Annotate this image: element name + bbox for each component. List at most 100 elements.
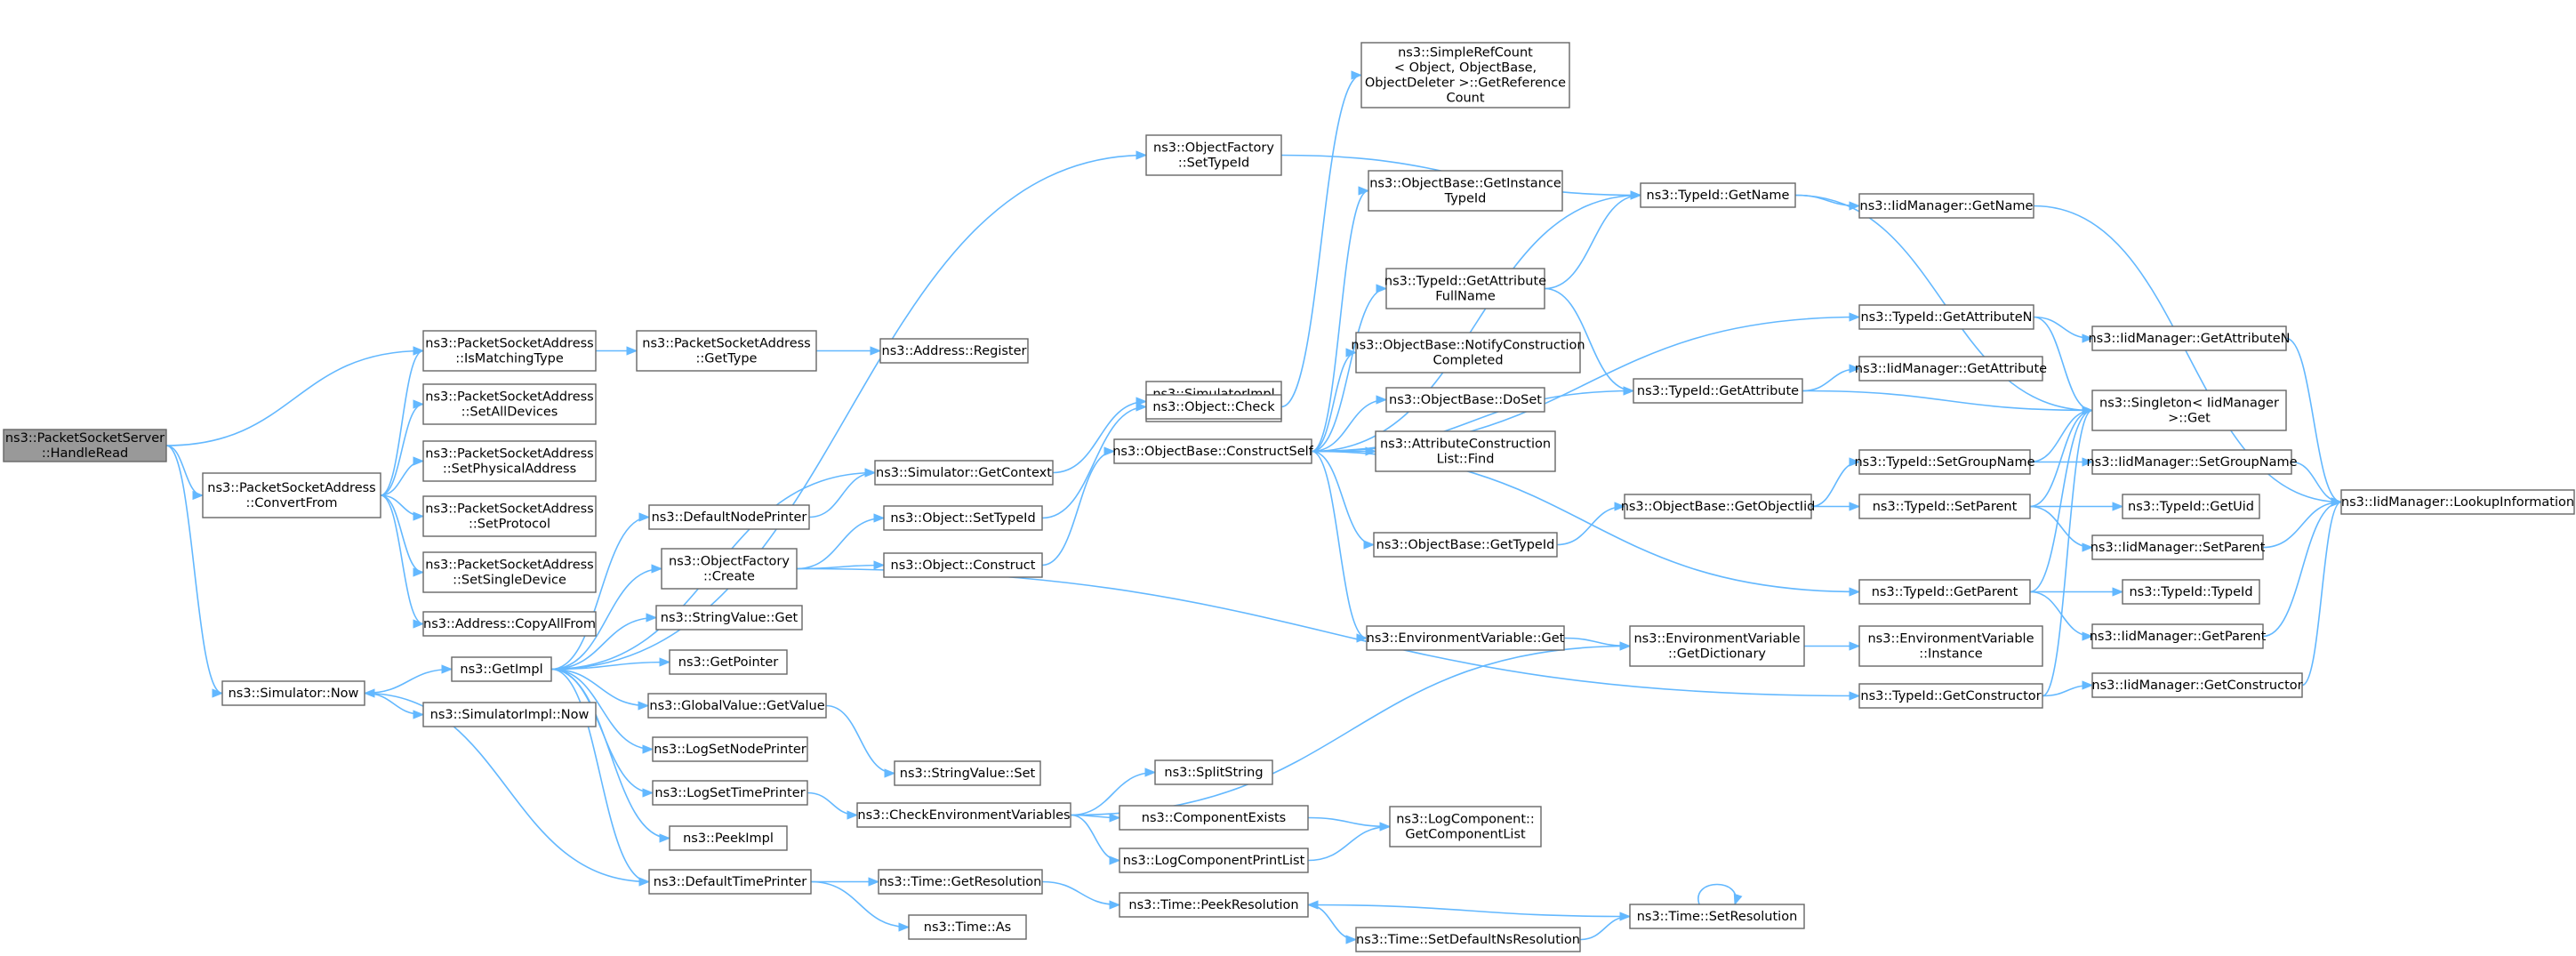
node-iidm-setgroupname[interactable]: ns3::IidManager::SetGroupName [2086, 449, 2298, 475]
node-typeid-getparent[interactable]: ns3::TypeId::GetParent [1858, 579, 2031, 605]
node-label: ns3::SimulatorImpl::Now [430, 708, 590, 722]
node-addr-register[interactable]: ns3::Address::Register [879, 338, 1029, 364]
node-typeid-getattr[interactable]: ns3::TypeId::GetAttribute [1633, 378, 1803, 404]
node-envvar-getdict[interactable]: ns3::EnvironmentVariable::GetDictionary [1629, 625, 1805, 667]
node-logcompprintlist[interactable]: ns3::LogComponentPrintList [1119, 848, 1309, 873]
node-label: ::Instance [1919, 647, 1983, 661]
node-label: ns3::ComponentExists [1142, 811, 1287, 825]
node-getimpl[interactable]: ns3::GetImpl [451, 656, 552, 682]
node-objfact-settypeid[interactable]: ns3::ObjectFactory::SetTypeId [1145, 134, 1282, 176]
node-typeid-typeid[interactable]: ns3::TypeId::TypeId [2122, 579, 2260, 605]
node-iidm-getattr[interactable]: ns3::IidManager::GetAttribute [1855, 356, 2047, 382]
node-compexists[interactable]: ns3::ComponentExists [1119, 805, 1309, 831]
node-time-setres[interactable]: ns3::Time::SetResolution [1629, 904, 1805, 929]
edge-typeid_getattr-to-iidm_getattr [1802, 364, 1861, 392]
node-label: ns3::TypeId::GetAttributeN [1860, 310, 2032, 325]
edge-psa_convert-to-psa_setsingle [380, 494, 425, 577]
node-label: ::HandleRead [42, 446, 128, 461]
node-sim-now[interactable]: ns3::Simulator::Now [221, 680, 365, 706]
node-simimpl-now[interactable]: ns3::SimulatorImpl::Now [422, 702, 597, 727]
node-root[interactable]: ns3::PacketSocketServer::HandleRead [3, 429, 167, 462]
node-iidm-getconstructor[interactable]: ns3::IidManager::GetConstructor [2091, 672, 2303, 698]
node-psa-gettype[interactable]: ns3::PacketSocketAddress::GetType [636, 330, 817, 372]
node-iidm-getparent[interactable]: ns3::IidManager::GetParent [2090, 623, 2267, 649]
node-box [648, 869, 812, 895]
node-obj-construct[interactable]: ns3::Object::Construct [883, 552, 1043, 578]
node-time-getres[interactable]: ns3::Time::GetResolution [878, 869, 1043, 895]
node-label: ns3::ObjectBase::DoSet [1389, 393, 1542, 407]
node-strval-set[interactable]: ns3::StringValue::Set [894, 760, 1041, 786]
node-objfact-create[interactable]: ns3::ObjectFactory::Create [661, 548, 798, 590]
node-typeid-setgroupname[interactable]: ns3::TypeId::SetGroupName [1854, 449, 2035, 475]
node-time-setdefaultns[interactable]: ns3::Time::SetDefaultNsResolution [1355, 927, 1581, 952]
node-label: ::GetDictionary [1668, 647, 1766, 661]
node-typeid-getuid[interactable]: ns3::TypeId::GetUid [2122, 494, 2260, 519]
node-label: ns3::Address::Register [882, 344, 1027, 358]
node-objbase-doset[interactable]: ns3::ObjectBase::DoSet [1385, 387, 1545, 413]
node-iidm-setparent[interactable]: ns3::IidManager::SetParent [2090, 534, 2266, 560]
node-typeid-getconstructor[interactable]: ns3::TypeId::GetConstructor [1858, 683, 2043, 709]
node-label: ::SetSingleDevice [453, 573, 566, 587]
node-getpointer[interactable]: ns3::GetPointer [669, 649, 788, 675]
node-typeid-getname[interactable]: ns3::TypeId::GetName [1640, 182, 1796, 208]
node-psa-setphys[interactable]: ns3::PacketSocketAddress::SetPhysicalAdd… [422, 440, 597, 482]
node-checkenv[interactable]: ns3::CheckEnvironmentVariables [856, 802, 1071, 828]
node-psa-setproto[interactable]: ns3::PacketSocketAddress::SetProtocol [422, 495, 597, 537]
edge-compexists-to-logcomp_getlist [1307, 816, 1392, 831]
node-envvar-get[interactable]: ns3::EnvironmentVariable::Get [1366, 625, 1565, 651]
node-objbase-getobjectiid[interactable]: ns3::ObjectBase::GetObjectIid [1621, 494, 1816, 519]
node-psa-ismatch[interactable]: ns3::PacketSocketAddress::IsMatchingType [422, 330, 597, 372]
node-sim-getcontext[interactable]: ns3::Simulator::GetContext [874, 460, 1054, 486]
node-iidm-getattrn[interactable]: ns3::IidManager::GetAttributeN [2088, 325, 2291, 351]
node-objbase-constructself[interactable]: ns3::ObjectBase::ConstructSelf [1112, 438, 1314, 464]
node-box [202, 472, 381, 518]
node-typeid-setparent[interactable]: ns3::TypeId::SetParent [1858, 494, 2031, 519]
edge-psa_convert-to-psa_setproto [380, 494, 425, 521]
node-objbase-notify[interactable]: ns3::ObjectBase::NotifyConstructionCompl… [1351, 332, 1585, 374]
node-label: ns3::TypeId::GetParent [1872, 585, 2018, 599]
edge-getimpl-to-logsetnodeprinter [550, 668, 654, 754]
edge-typeid_getconstructor-to-iidm_getconstructor [2042, 680, 2094, 697]
node-time-as[interactable]: ns3::Time::As [908, 914, 1027, 940]
node-box [1858, 304, 2034, 330]
node-obj-check[interactable]: ns3::Object::Check [1145, 394, 1282, 420]
node-logsettimeprinter[interactable]: ns3::LogSetTimePrinter [652, 780, 808, 806]
node-simplerefcount[interactable]: ns3::SimpleRefCount< Object, ObjectBase,… [1360, 42, 1570, 108]
edge-objbase_constructself-to-typeid_getname [1311, 190, 1642, 453]
node-globval-getvalue[interactable]: ns3::GlobalValue::GetValue [647, 693, 827, 719]
node-time-peekres[interactable]: ns3::Time::PeekResolution [1119, 892, 1309, 918]
node-iidm-getname[interactable]: ns3::IidManager::GetName [1858, 193, 2034, 219]
node-splitstring[interactable]: ns3::SplitString [1154, 759, 1273, 785]
node-box [2091, 325, 2287, 351]
node-obj-settypeid[interactable]: ns3::Object::SetTypeId [883, 505, 1043, 531]
node-defnodeprinter[interactable]: ns3::DefaultNodePrinter [648, 504, 810, 530]
node-psa-setall[interactable]: ns3::PacketSocketAddress::SetAllDevices [422, 383, 597, 425]
node-deftimeprinter[interactable]: ns3::DefaultTimePrinter [648, 869, 812, 895]
node-label: FullName [1435, 289, 1496, 303]
node-label: ns3::ObjectBase::NotifyConstruction [1351, 338, 1585, 352]
node-iidm-lookup[interactable]: ns3::IidManager::LookupInformation [2340, 489, 2575, 515]
node-addr-copyall[interactable]: ns3::Address::CopyAllFrom [422, 611, 597, 637]
node-psa-setsingle[interactable]: ns3::PacketSocketAddress::SetSingleDevic… [422, 551, 597, 593]
node-psa-convert[interactable]: ns3::PacketSocketAddress::ConvertFrom [202, 472, 381, 518]
node-label: ns3::Address::CopyAllFrom [423, 617, 596, 631]
node-typeid-getattrn[interactable]: ns3::TypeId::GetAttributeN [1858, 304, 2034, 330]
node-singleton-get[interactable]: ns3::Singleton< IidManager>::Get [2091, 390, 2287, 431]
edge-getimpl-to-defnodeprinter [550, 512, 651, 671]
node-label: ns3::GetImpl [460, 663, 542, 677]
node-label: ns3::LogComponentPrintList [1123, 854, 1305, 868]
node-peekimpl[interactable]: ns3::PeekImpl [669, 825, 788, 851]
node-logsetnodeprinter[interactable]: ns3::LogSetNodePrinter [652, 736, 808, 762]
node-logcomp-getlist[interactable]: ns3::LogComponent::GetComponentList [1389, 806, 1542, 848]
node-envvar-instance[interactable]: ns3::EnvironmentVariable::Instance [1858, 625, 2043, 667]
edge-getimpl-to-peekimpl [550, 668, 671, 843]
node-label: ns3::TypeId::GetUid [2128, 500, 2254, 514]
node-label: ns3::PacketSocketAddress [207, 481, 375, 495]
node-label: ns3::TypeId::SetParent [1873, 500, 2018, 514]
node-strval-get[interactable]: ns3::StringValue::Get [655, 605, 803, 631]
node-objbase-gettypeid[interactable]: ns3::ObjectBase::GetTypeId [1373, 532, 1558, 558]
